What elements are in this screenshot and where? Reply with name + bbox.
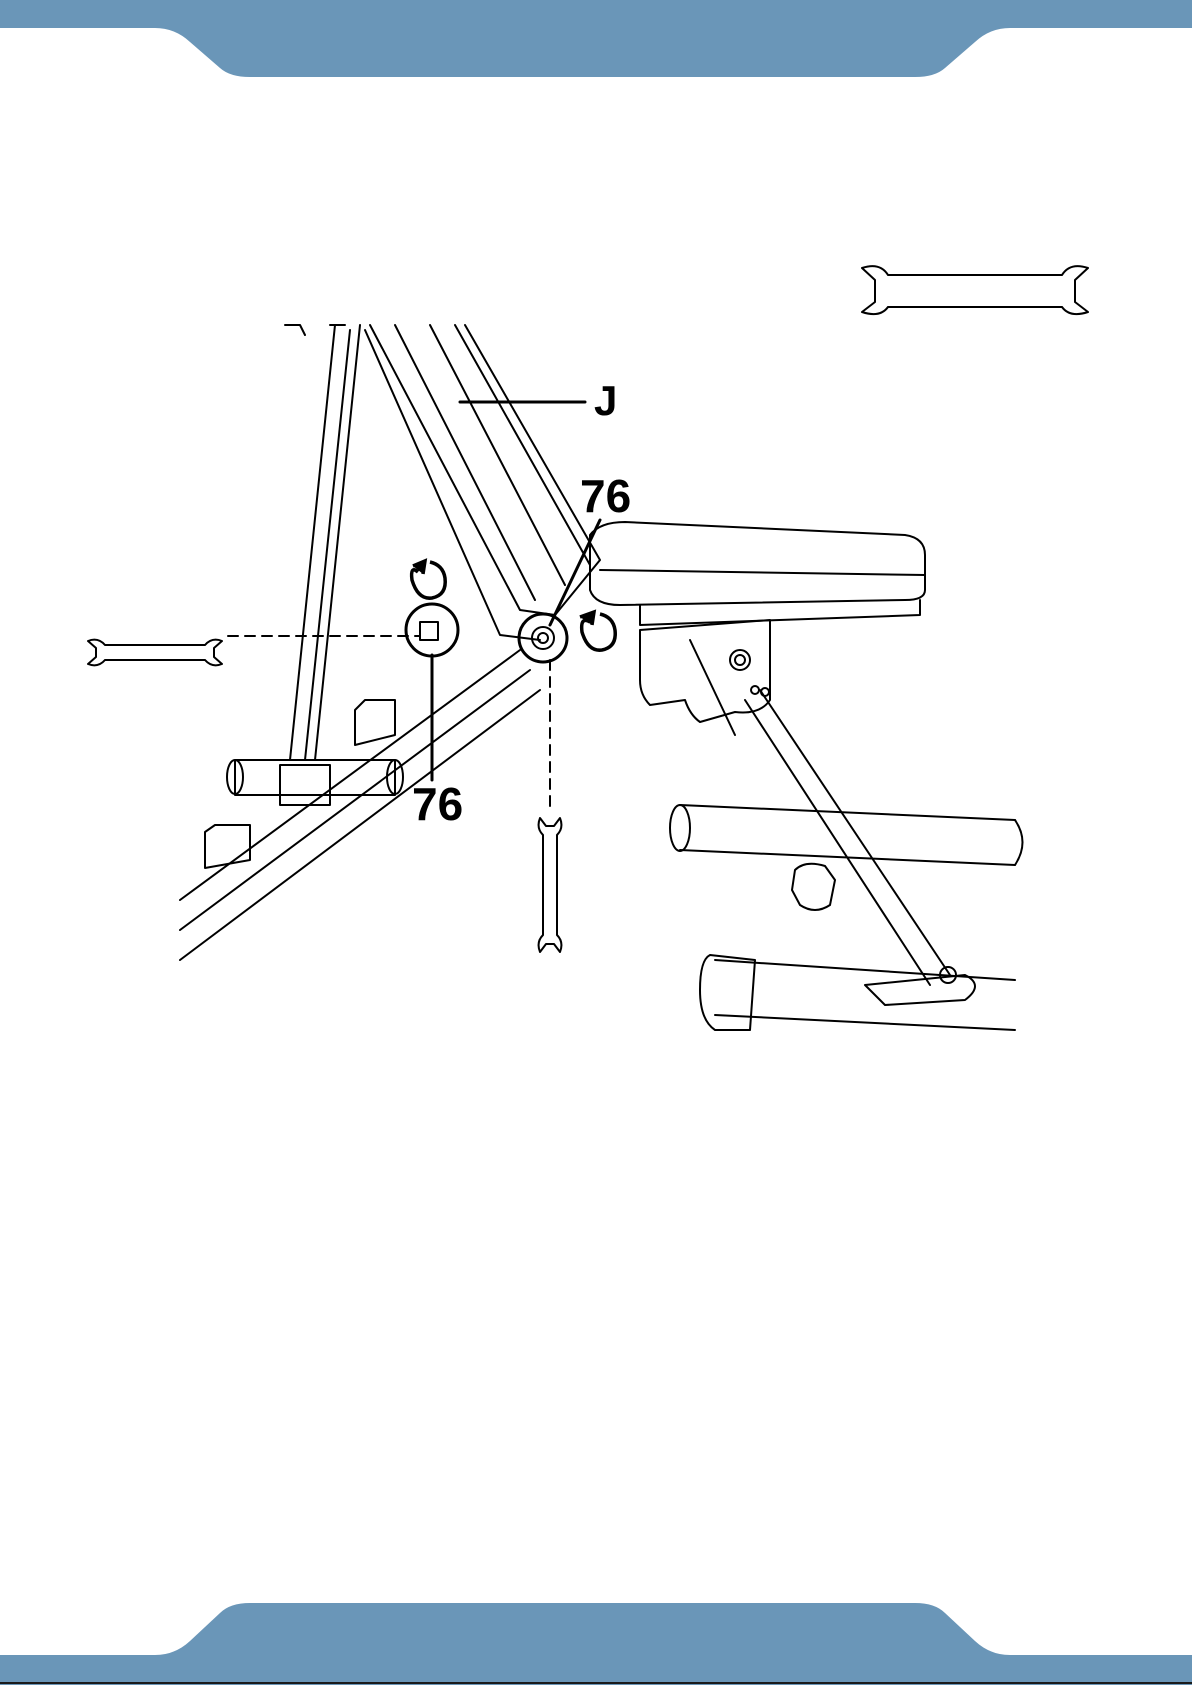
base-rail <box>180 650 540 960</box>
rotate-clockwise-icon <box>580 612 615 650</box>
rotate-clockwise-icon <box>412 561 446 598</box>
rear-post <box>290 325 360 760</box>
seat-pad <box>590 522 925 605</box>
callout-label-76-upper: 76 <box>580 470 631 522</box>
part-label-J: J <box>594 377 617 424</box>
wrench-icon <box>539 660 562 952</box>
callout-label-76-lower: 76 <box>412 778 463 830</box>
wrench-icon <box>88 636 420 665</box>
wrench-icon <box>862 266 1088 314</box>
callout-circle-76-rear <box>406 604 458 656</box>
